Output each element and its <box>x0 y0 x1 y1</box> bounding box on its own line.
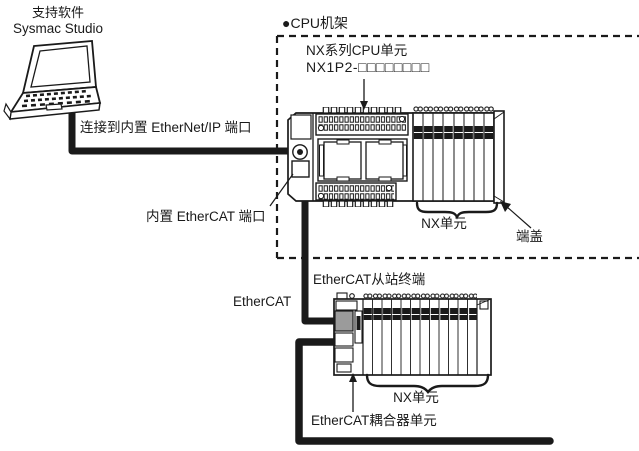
support-software-name: Sysmac Studio <box>12 21 104 36</box>
slave-terminal-drawing <box>333 292 492 376</box>
cpu-unit-name-label: NX系列CPU单元 <box>306 43 408 58</box>
ethernet-ip-cable <box>68 101 296 155</box>
end-cover-pointer <box>500 201 532 229</box>
cpu-rack-dashed-box <box>275 34 639 260</box>
slave-terminal-heading: EtherCAT从站终端 <box>313 272 426 287</box>
end-cover-label: 端盖 <box>516 229 543 244</box>
coupler-unit-label: EtherCAT耦合器单元 <box>311 413 437 428</box>
ethercat-cable-down <box>301 168 337 325</box>
nx-units-label-upper: NX单元 <box>421 216 467 231</box>
cpu-rack-heading: ●CPU机架 <box>282 15 349 31</box>
ethercat-network-label: EtherCAT <box>233 294 292 309</box>
nx-units-cpu-rack <box>412 105 495 202</box>
ethernet-ip-connection-label: 连接到内置 EtherNet/IP 端口 <box>80 120 252 135</box>
ethercat-port-pointer <box>269 173 294 207</box>
support-software-title: 支持软件 <box>31 5 84 20</box>
ethercat-cable-out <box>295 338 554 445</box>
end-cover-drawing <box>493 110 505 204</box>
cpu-model-arrow <box>360 79 368 110</box>
cpu-unit-model-label: NX1P2-□□□□□□□□ <box>306 59 430 75</box>
nx-units-label-lower: NX单元 <box>393 390 439 405</box>
coupler-unit-drawing <box>334 300 363 373</box>
laptop-icon <box>3 40 102 121</box>
nx-units-brace-lower <box>365 373 490 394</box>
nx-units-brace-upper <box>415 201 499 220</box>
coupler-pointer-arrow <box>349 373 357 412</box>
builtin-ethercat-port-label: 内置 EtherCAT 端口 <box>146 209 266 224</box>
